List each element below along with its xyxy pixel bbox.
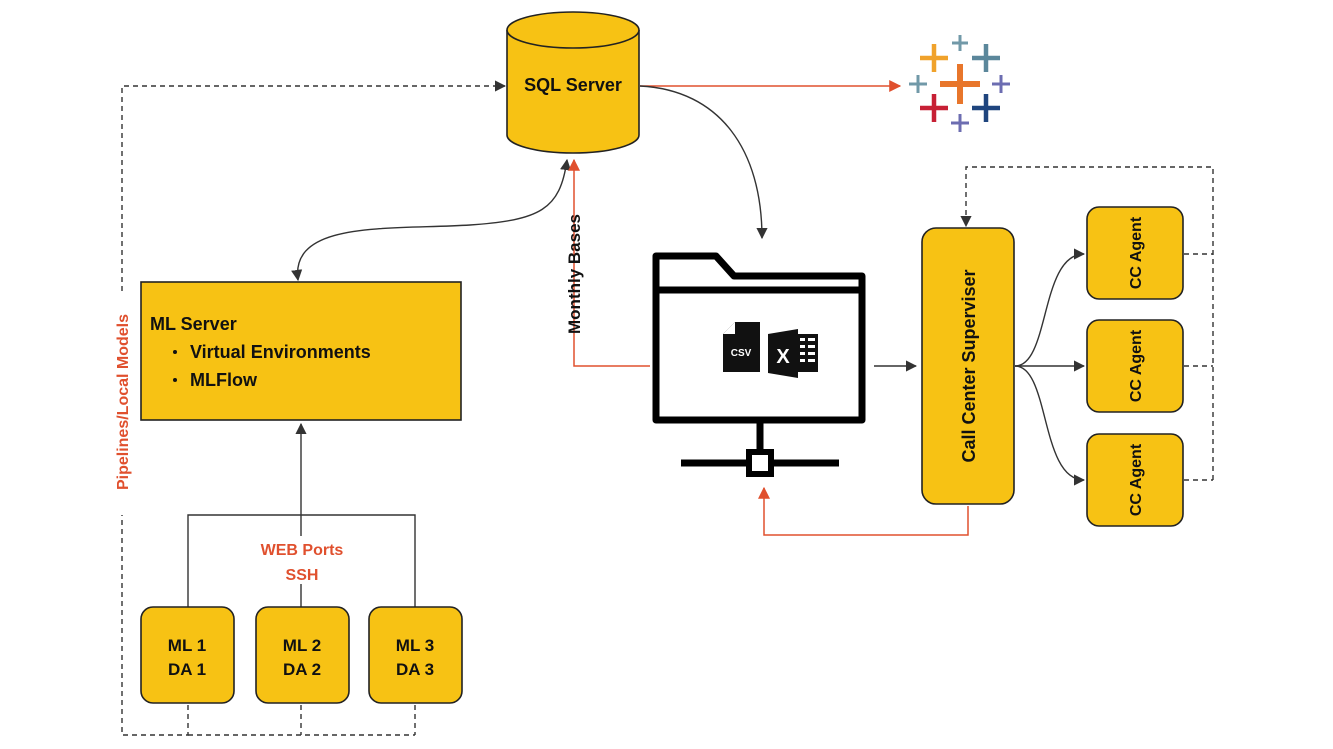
ml-server-sql-server-connector [291,158,572,282]
workstation-3-da-label: DA 3 [396,660,434,679]
bullet-icon [173,378,177,382]
workstation-1-ml-label: ML 1 [168,636,206,655]
pipelines-label: Pipelines/Local Models [115,314,132,490]
workstation-3-ml-label: ML 3 [396,636,434,655]
workstation-node-1: ML 1 DA 1 [140,606,235,704]
sql-server-node: SQL Server [506,11,640,154]
csv-file-icon: CSV [723,322,760,372]
bullet-icon [173,350,177,354]
tableau-logo-icon [909,35,1010,132]
agent-1-label: CC Agent [1128,216,1145,289]
csv-icon-text: CSV [731,348,752,359]
sql-to-file-server-connector [639,85,768,240]
ml-server-item-2: MLFlow [190,370,258,390]
workstation-2-da-label: DA 2 [283,660,321,679]
workstation-1-da-label: DA 1 [168,660,206,679]
sql-server-label: SQL Server [524,75,622,95]
agent-node-1: CC Agent [1086,206,1184,300]
ml-server-title: ML Server [150,314,237,334]
agent-3-label: CC Agent [1128,443,1145,516]
supervisor-to-agent-1-connector [1014,248,1086,367]
workstations-bottom-link [188,705,416,736]
monthly-bases-label: Monthly Bases [565,214,584,334]
monthly-bases-connector [568,158,650,367]
file-server-icon: CSV X [652,252,866,477]
ssh-label: SSH [286,567,319,584]
workstation-node-2: ML 2 DA 2 [255,606,350,704]
supervisor-to-file-server-connector [758,486,969,536]
ml-server-item-1: Virtual Environments [190,342,371,362]
excel-icon-text: X [776,346,790,368]
ml-server-node: ML Server Virtual Environments MLFlow [140,281,462,421]
web-ports-label: WEB Ports [261,542,344,559]
agent-node-3: CC Agent [1086,433,1184,527]
pipelines-connector [121,80,507,736]
agent-2-label: CC Agent [1128,329,1145,402]
agent-node-2: CC Agent [1086,319,1184,413]
supervisor-node: Call Center Superviser [921,227,1015,505]
excel-icon: X [768,329,818,378]
workstation-2-ml-label: ML 2 [283,636,321,655]
workstation-node-3: ML 3 DA 3 [368,606,463,704]
supervisor-to-agent-3-connector [1014,365,1086,486]
supervisor-label: Call Center Superviser [959,269,979,462]
